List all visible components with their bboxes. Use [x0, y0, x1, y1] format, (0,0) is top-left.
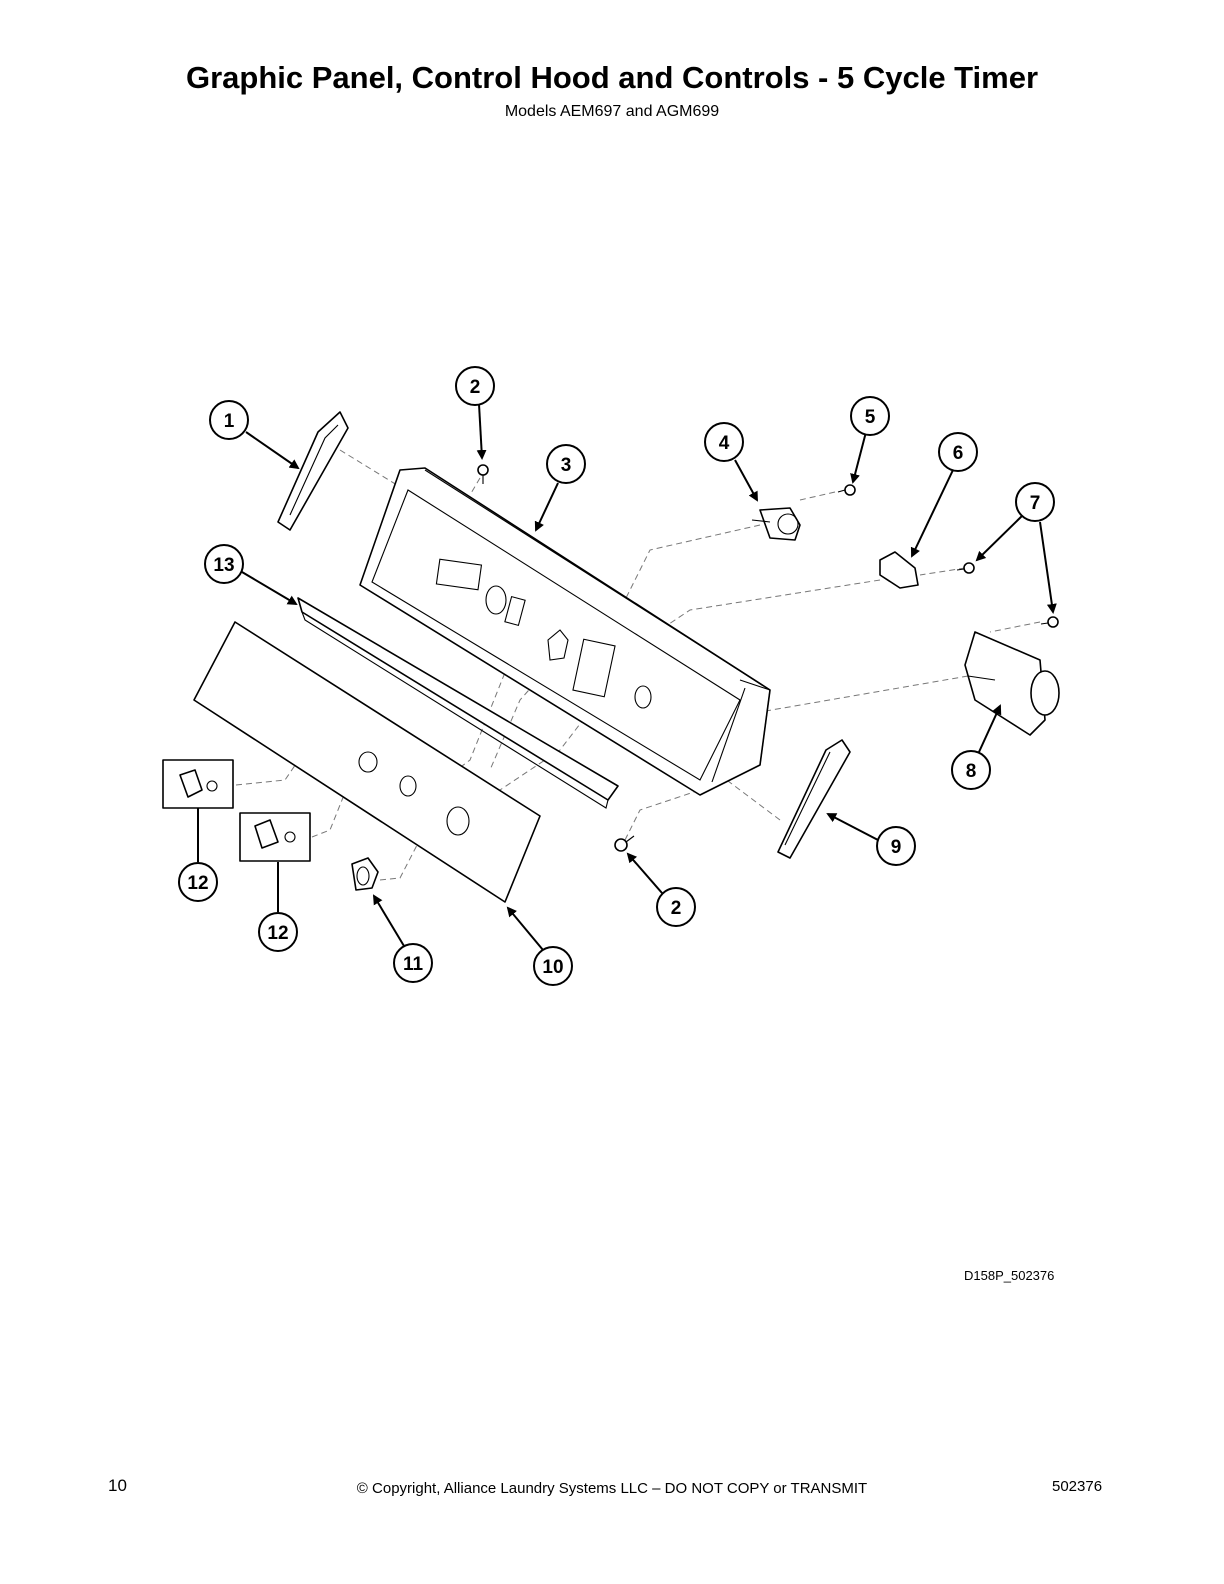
svg-text:7: 7 [1030, 493, 1041, 514]
document-number: 502376 [1052, 1478, 1103, 1495]
svg-text:9: 9 [891, 837, 902, 858]
callouts: 1 2 3 4 5 6 7 13 8 9 12 12 2 11 10 [178, 366, 1055, 986]
svg-text:12: 12 [187, 873, 208, 894]
callout-9: 9 [876, 826, 916, 866]
callout-5: 5 [850, 396, 890, 436]
left-end-cap-part [277, 411, 349, 531]
callout-11: 11 [393, 943, 433, 983]
callout-4: 4 [704, 422, 744, 462]
selector-knob-part [351, 857, 379, 891]
callout-8: 8 [951, 750, 991, 790]
callout-3: 3 [546, 444, 586, 484]
bracket-part [879, 551, 919, 589]
callout-10: 10 [533, 946, 573, 986]
svg-text:2: 2 [671, 898, 682, 919]
svg-text:8: 8 [966, 761, 977, 782]
trim-strip-part [297, 597, 619, 809]
figure-id: D158P_502376 [964, 1268, 1055, 1283]
page-subtitle: Models AEM697 and AGM699 [504, 103, 720, 120]
control-hood-part [359, 467, 771, 796]
svg-text:4: 4 [719, 433, 730, 454]
svg-text:1: 1 [224, 411, 235, 432]
graphic-panel-part [193, 621, 541, 903]
callout-2-top: 2 [455, 366, 495, 406]
svg-text:12: 12 [267, 923, 288, 944]
svg-text:13: 13 [213, 555, 234, 576]
svg-text:3: 3 [561, 455, 572, 476]
svg-text:5: 5 [865, 407, 876, 428]
svg-text:6: 6 [953, 443, 964, 464]
switch-part [751, 507, 801, 541]
callout-2-bottom: 2 [656, 887, 696, 927]
callout-12-left: 12 [178, 862, 218, 902]
page-title: Graphic Panel, Control Hood and Controls… [185, 60, 1039, 95]
callout-12-right: 12 [258, 912, 298, 952]
svg-text:10: 10 [542, 957, 563, 978]
callout-1: 1 [209, 400, 249, 440]
knob-part-2 [239, 812, 311, 862]
page-number: 10 [108, 1476, 127, 1495]
callout-13: 13 [204, 544, 244, 584]
knob-part-1 [162, 759, 234, 809]
right-end-cap-part [777, 739, 851, 859]
copyright-notice: © Copyright, Alliance Laundry Systems LL… [356, 1480, 868, 1497]
callout-leaders [197, 403, 1057, 951]
callout-7: 7 [1015, 482, 1055, 522]
svg-text:2: 2 [470, 377, 481, 398]
svg-text:11: 11 [403, 954, 424, 975]
timer-part [964, 631, 1060, 736]
callout-6: 6 [938, 432, 978, 472]
screws [477, 464, 1059, 852]
